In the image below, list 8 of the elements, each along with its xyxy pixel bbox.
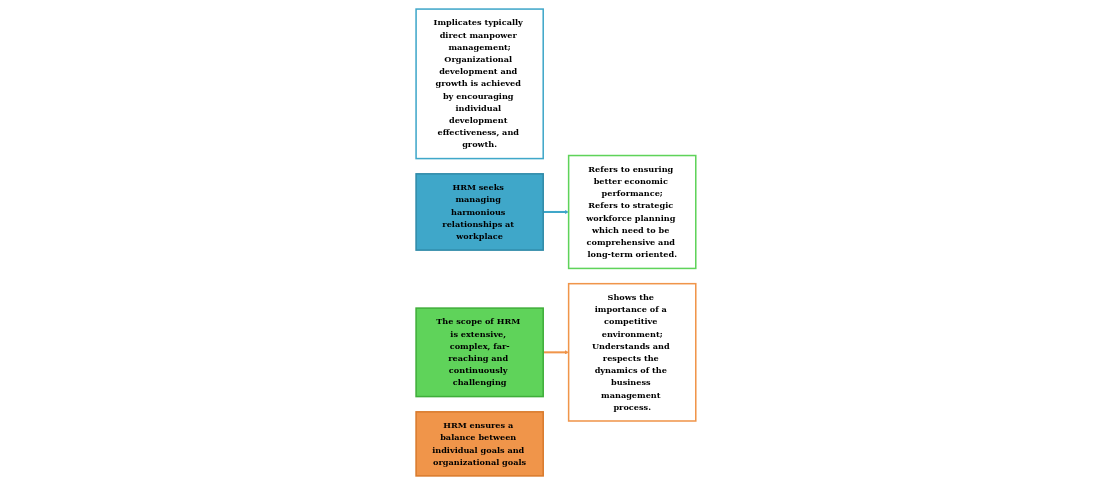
node-box: Refers to ensuring better economic performance; Refers to strategic workforce planning which need to be comprehensive and long-term oriented. — [567, 154, 697, 270]
node-box: HRM seeks managing harmonious relationships at workplace — [414, 173, 544, 251]
node-box: HRM ensures a balance between individual goals and organizational goals — [414, 411, 544, 477]
arrow — [542, 350, 569, 355]
node-box: Shows the importance of a competitive environment; Understands and respects the dynamics of the business management process. — [567, 282, 697, 422]
arrow — [542, 209, 569, 215]
node-box: Implicates typically direct manpower management; Organizational development and growth is achieved by encouraging individual development effectiveness, and growth. — [414, 8, 544, 160]
node-box: The scope of HRM is extensive, complex, far-reaching and continuously challenging — [414, 307, 544, 398]
